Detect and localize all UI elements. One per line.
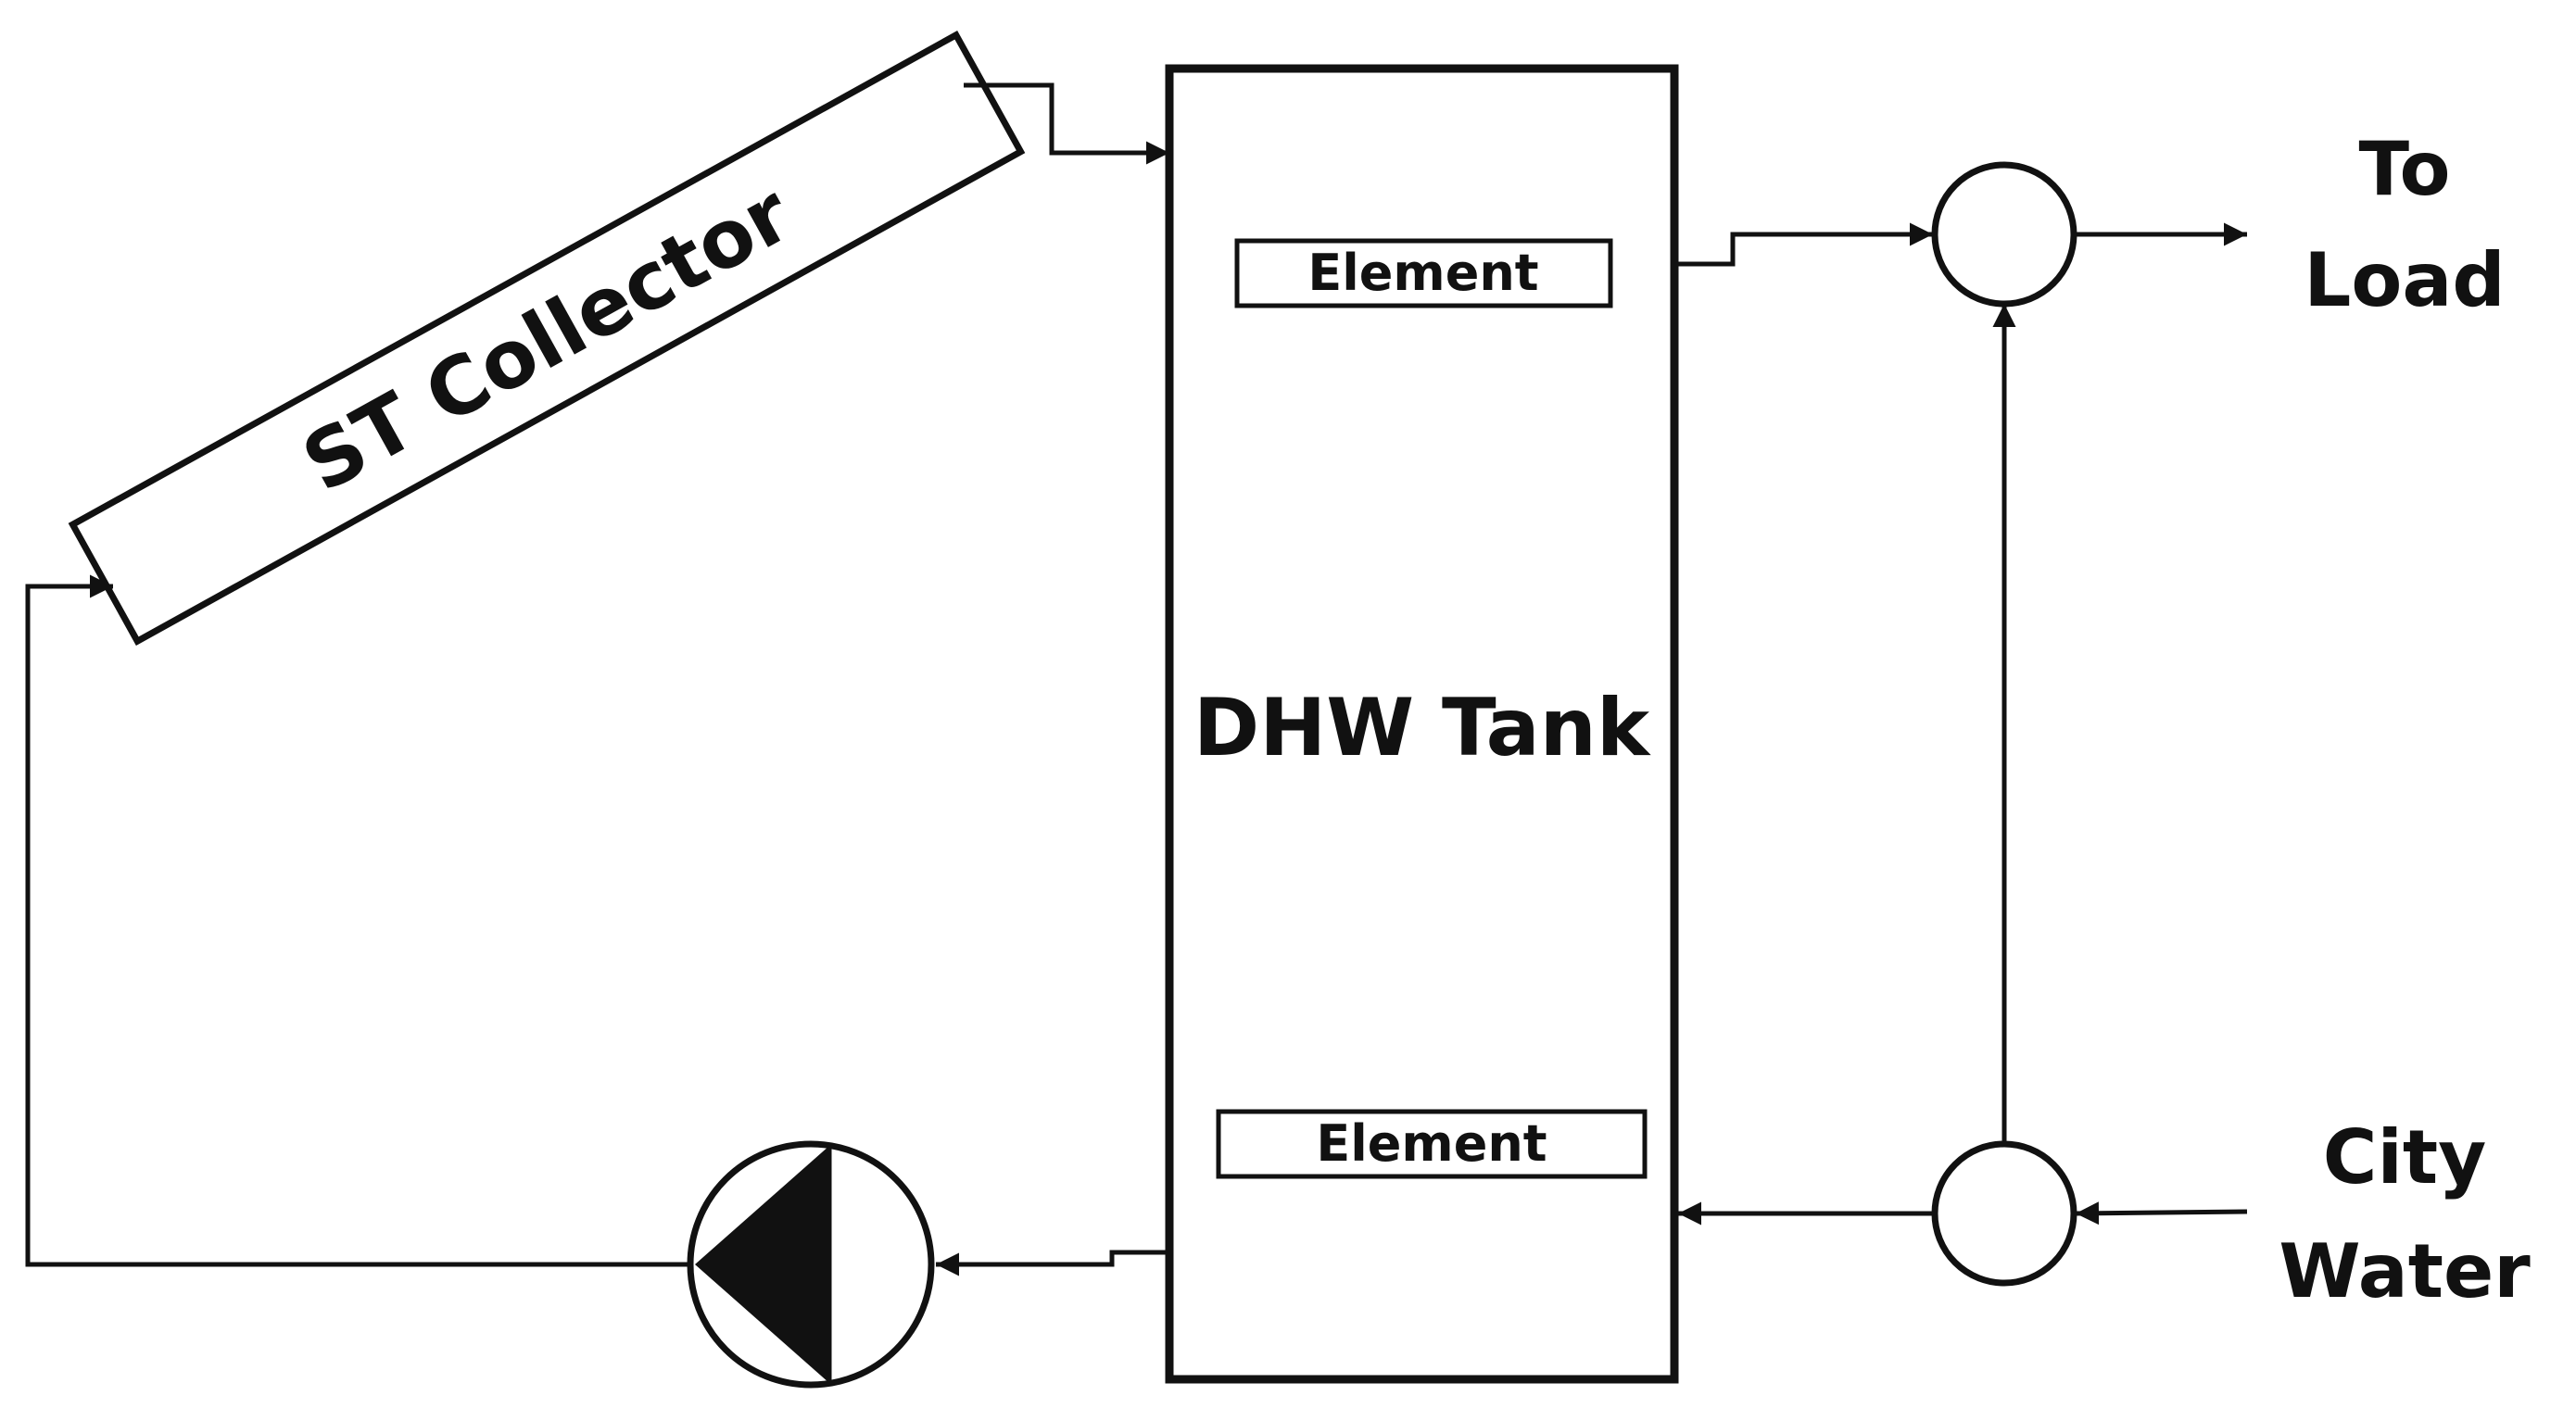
element-top-label: Element [1307, 244, 1538, 302]
element-bottom-label: Element [1316, 1114, 1547, 1173]
st-collector: ST Collector [68, 31, 1026, 646]
diverter-valve-icon [1931, 1140, 2077, 1287]
tank-label: DHW Tank [1193, 682, 1651, 774]
city-water-pipe [2075, 1201, 2248, 1226]
pump-icon [687, 1140, 935, 1389]
heating-element-top [1234, 238, 1613, 308]
city-water-label-line1: City [2323, 1114, 2487, 1201]
mixing-valve-icon [1931, 161, 2077, 308]
collector-label: ST Collector [288, 167, 806, 510]
city-water-label-line2: Water [2279, 1228, 2531, 1314]
to-load-label-line1: To [2359, 126, 2451, 212]
tank-to-pump-pipe [936, 1250, 1166, 1276]
collector-to-tank-pipe [964, 82, 1169, 165]
tank-to-mixer-pipe [1678, 222, 1933, 267]
to-load-label-line2: Load [2304, 237, 2505, 323]
pump-to-collector-pipe [25, 574, 690, 1267]
heating-element-bottom [1216, 1109, 1648, 1179]
